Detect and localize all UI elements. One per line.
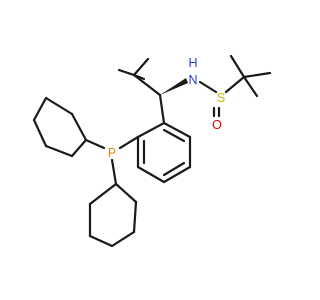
bond bbox=[110, 230, 136, 248]
hydrogen-label: H bbox=[188, 56, 197, 70]
bond bbox=[132, 57, 150, 77]
bond bbox=[224, 75, 246, 94]
bond bbox=[162, 128, 186, 143]
atom-label-sulfur: S bbox=[217, 91, 225, 105]
bond bbox=[229, 54, 246, 79]
bond bbox=[158, 93, 166, 125]
bond bbox=[117, 68, 136, 77]
molecule-structure: N H S O P bbox=[32, 54, 272, 248]
bond bbox=[88, 182, 118, 206]
atom-label-oxygen: O bbox=[212, 118, 222, 132]
wedge-bond bbox=[160, 78, 188, 95]
phosphorus-label: P bbox=[108, 146, 116, 160]
bond bbox=[88, 234, 114, 248]
atom-label-phosphorus: P bbox=[108, 146, 116, 160]
bond bbox=[70, 112, 88, 142]
bond bbox=[198, 80, 218, 94]
bond bbox=[70, 138, 88, 158]
atom-label-hydrogen: H bbox=[188, 56, 197, 70]
bond bbox=[110, 158, 118, 186]
bond bbox=[136, 121, 166, 139]
bond bbox=[44, 144, 74, 158]
bond bbox=[32, 96, 48, 122]
bond bbox=[242, 71, 272, 79]
bond bbox=[132, 73, 162, 97]
bond bbox=[162, 121, 192, 139]
bond bbox=[162, 161, 186, 177]
sulfur-label: S bbox=[217, 91, 225, 105]
tert-butyl-group-right bbox=[229, 54, 272, 98]
nitrogen-label: N bbox=[188, 73, 197, 87]
bond bbox=[136, 165, 166, 184]
bond bbox=[44, 96, 74, 116]
bond bbox=[32, 118, 48, 148]
benzene-ring bbox=[136, 121, 192, 184]
bond bbox=[114, 182, 138, 204]
cyclohexyl-ring-lower bbox=[88, 182, 138, 248]
bond bbox=[132, 200, 138, 234]
bond bbox=[242, 75, 259, 98]
bond bbox=[118, 135, 140, 150]
atom-label-nitrogen: N bbox=[188, 73, 197, 87]
tert-butyl-group-left bbox=[117, 57, 162, 97]
bond bbox=[84, 138, 106, 150]
oxygen-label: O bbox=[212, 118, 222, 132]
cyclohexyl-ring-upper bbox=[32, 96, 88, 158]
bond bbox=[162, 165, 192, 184]
